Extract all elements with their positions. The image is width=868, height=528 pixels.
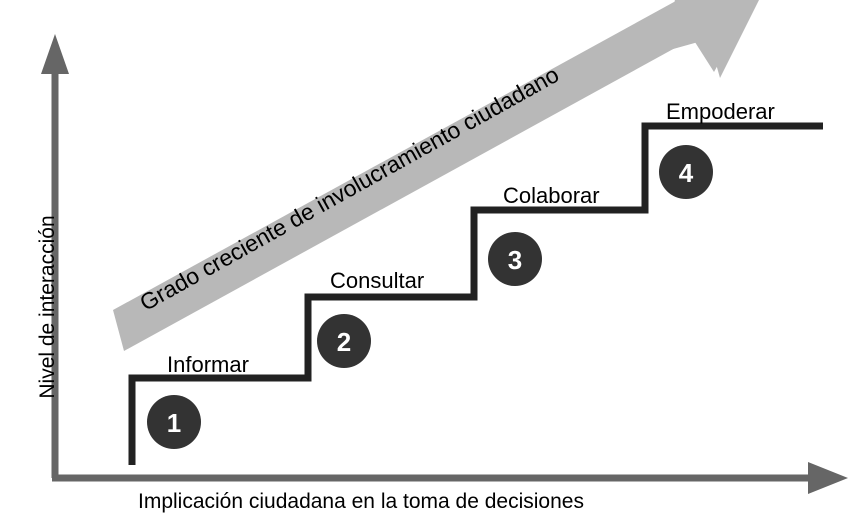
step-badge-2: 2 [317, 314, 371, 368]
step-badge-1-number: 1 [167, 408, 181, 438]
increasing-engagement-arrow [113, 0, 759, 351]
step-label-consultar: Consultar [330, 268, 425, 293]
step-label-informar: Informar [167, 352, 249, 377]
step-badge-3-number: 3 [508, 245, 522, 275]
x-axis-label: Implicación ciudadana en la toma de deci… [138, 490, 584, 513]
staircase-line [128, 122, 823, 465]
y-axis-label: Nivel de interacción [36, 215, 59, 399]
step-badge-4: 4 [659, 145, 713, 199]
x-axis [52, 462, 848, 494]
step-badge-2-number: 2 [337, 327, 351, 357]
step-badge-4-number: 4 [679, 158, 694, 188]
step-label-empoderar: Empoderar [666, 99, 775, 124]
step-label-colaborar: Colaborar [503, 183, 600, 208]
y-axis [41, 34, 69, 478]
step-badge-1: 1 [147, 395, 201, 449]
step-badge-3: 3 [488, 232, 542, 286]
